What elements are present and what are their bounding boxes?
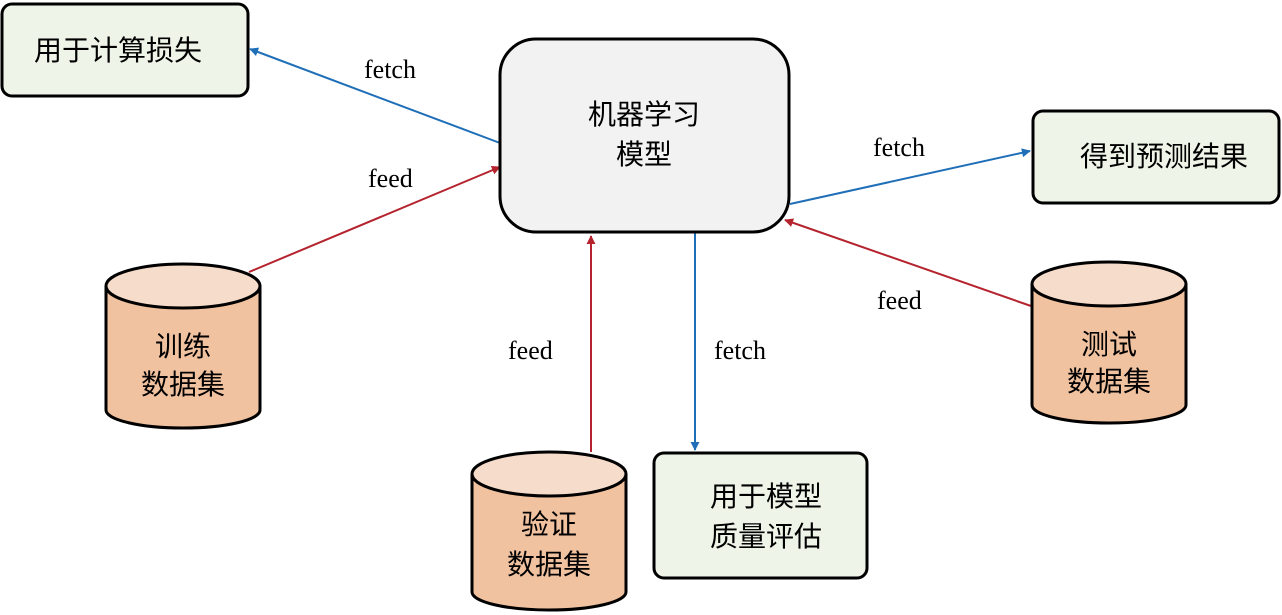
fetch-arrow [789, 148, 1031, 205]
train-dataset-cylinder: 训练 数据集 [104, 262, 262, 430]
loss-output-node: 用于计算损失 [0, 2, 250, 98]
feed-arrow [248, 165, 501, 273]
edge-label-feed-validation: feed [508, 336, 553, 365]
quality-output-label-line2: 质量评估 [710, 520, 822, 553]
cylinder-top [470, 450, 628, 498]
edge-train-to-model [248, 165, 501, 273]
quality-output-node: 用于模型 质量评估 [652, 451, 869, 580]
prediction-output-label: 得到预测结果 [1080, 140, 1248, 173]
edge-label-fetch-quality: fetch [714, 336, 766, 365]
edge-label-feed-test: feed [877, 286, 922, 315]
model-box [498, 37, 791, 234]
feed-arrow [784, 218, 1032, 307]
cylinder-body [104, 286, 262, 430]
cylinder-top [104, 262, 262, 310]
fetch-arrow [249, 47, 501, 144]
edge-label-feed-train: feed [368, 164, 413, 193]
edge-model-to-prediction [789, 148, 1031, 205]
test-dataset-label-line1: 测试 [1081, 328, 1137, 361]
model-node: 机器学习 模型 [498, 37, 791, 234]
train-dataset-label-line1: 训练 [155, 330, 211, 363]
cylinder-body [1030, 284, 1188, 425]
cylinder-body [470, 474, 628, 612]
edge-test-to-model [784, 218, 1032, 307]
validation-dataset-cylinder: 验证 数据集 [470, 450, 628, 612]
prediction-output-node: 得到预测结果 [1031, 109, 1281, 205]
edge-label-fetch-prediction: fetch [873, 133, 925, 162]
validation-dataset-label-line1: 验证 [521, 508, 577, 541]
model-label-line1: 机器学习 [588, 98, 700, 131]
edge-model-to-loss [249, 47, 501, 144]
train-dataset-label-line2: 数据集 [141, 368, 225, 401]
cylinder-top [1030, 260, 1188, 308]
loss-output-box [0, 2, 250, 98]
validation-dataset-label-line2: 数据集 [507, 548, 591, 581]
edge-label-fetch-loss: fetch [364, 55, 416, 84]
test-dataset-cylinder: 测试 数据集 [1030, 260, 1188, 425]
quality-output-label-line1: 用于模型 [710, 480, 822, 513]
test-dataset-label-line2: 数据集 [1067, 365, 1151, 398]
model-label-line2: 模型 [616, 138, 672, 171]
prediction-output-box [1031, 109, 1281, 205]
quality-output-box [652, 451, 869, 580]
loss-output-label: 用于计算损失 [34, 34, 202, 67]
